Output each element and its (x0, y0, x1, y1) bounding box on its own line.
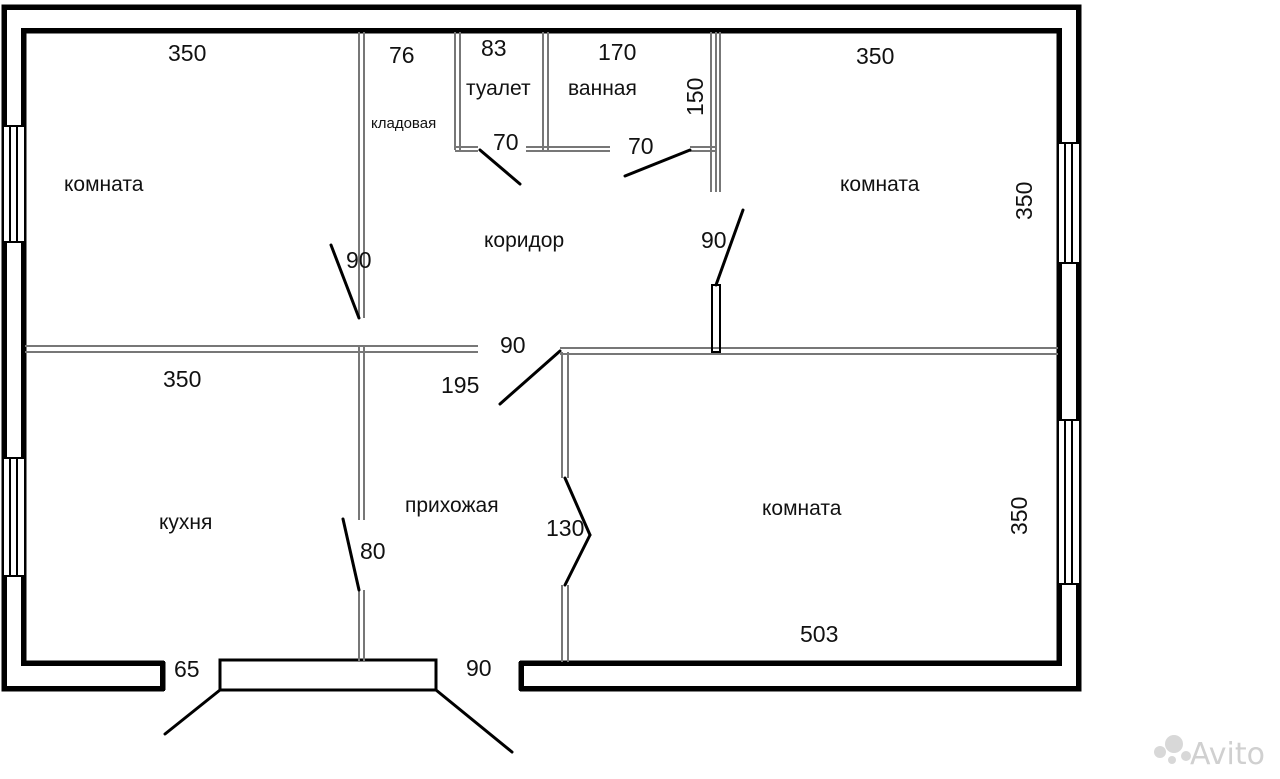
dim-top-left-width: 350 (168, 40, 206, 66)
dim-right-top-height: 350 (1011, 182, 1037, 220)
dim-left-room-door: 90 (346, 247, 372, 273)
dim-toilet-door: 70 (493, 129, 519, 155)
dim-bathroom-door: 70 (628, 133, 654, 159)
room-labels: комната коридор кладовая туалет ванная к… (64, 77, 920, 534)
dim-balcony-door: 65 (174, 656, 200, 682)
exterior-wall-lines (1, 4, 1082, 692)
dim-toilet-width: 83 (481, 35, 507, 61)
windows (2, 125, 1081, 585)
window-left-bottom (2, 457, 26, 577)
window-right-top (1057, 142, 1081, 264)
dim-bathroom-depth: 150 (682, 78, 708, 116)
dim-kitchen-door: 80 (360, 538, 386, 564)
window-right-bottom (1057, 419, 1081, 585)
dim-corridor-door: 90 (500, 332, 526, 358)
window-left-top (2, 125, 26, 243)
door-corridor (498, 349, 562, 406)
door-kitchen (341, 517, 361, 592)
door-bottom-room-lower (563, 533, 592, 587)
room-label-bathroom: ванная (568, 77, 637, 100)
dim-entrance-door: 90 (466, 655, 492, 681)
door-right-room (714, 208, 745, 287)
dim-bathroom-width: 170 (598, 39, 636, 65)
door-left-room (329, 243, 361, 320)
dim-right-room-door: 90 (701, 227, 727, 253)
balcony-wall (218, 658, 438, 692)
room-label-top-left: комната (64, 173, 144, 196)
dim-right-bottom-height: 350 (1006, 497, 1032, 535)
door-toilet (478, 148, 522, 186)
doors (163, 148, 745, 754)
avito-watermark: Avito (1154, 735, 1265, 772)
room-label-bottom-right: комната (762, 497, 842, 520)
interior-walls (25, 32, 1058, 662)
room-label-kitchen: кухня (159, 511, 212, 534)
dim-top-right-width: 350 (856, 43, 894, 69)
dim-kitchen-width: 350 (163, 366, 201, 392)
room-label-top-right: комната (840, 173, 920, 196)
room-label-toilet: туалет (466, 77, 531, 100)
dim-hall-width: 195 (441, 372, 479, 398)
avito-logo-dots (1154, 735, 1191, 764)
room-label-corridor: коридор (484, 229, 564, 252)
dim-bottom-room-width: 503 (800, 621, 838, 647)
dimension-labels: 350 76 83 170 150 350 350 70 70 90 90 90… (163, 35, 1037, 682)
dim-bottom-room-door: 130 (546, 515, 584, 541)
dim-storage-width: 76 (389, 42, 415, 68)
room-label-hallway: прихожая (405, 494, 499, 517)
door-balcony (163, 688, 222, 736)
door-entrance (434, 688, 514, 754)
room-label-storage: кладовая (371, 115, 436, 132)
door-bathroom (623, 148, 692, 178)
door-bottom-room-upper (563, 476, 592, 537)
avito-watermark-text: Avito (1190, 737, 1265, 772)
